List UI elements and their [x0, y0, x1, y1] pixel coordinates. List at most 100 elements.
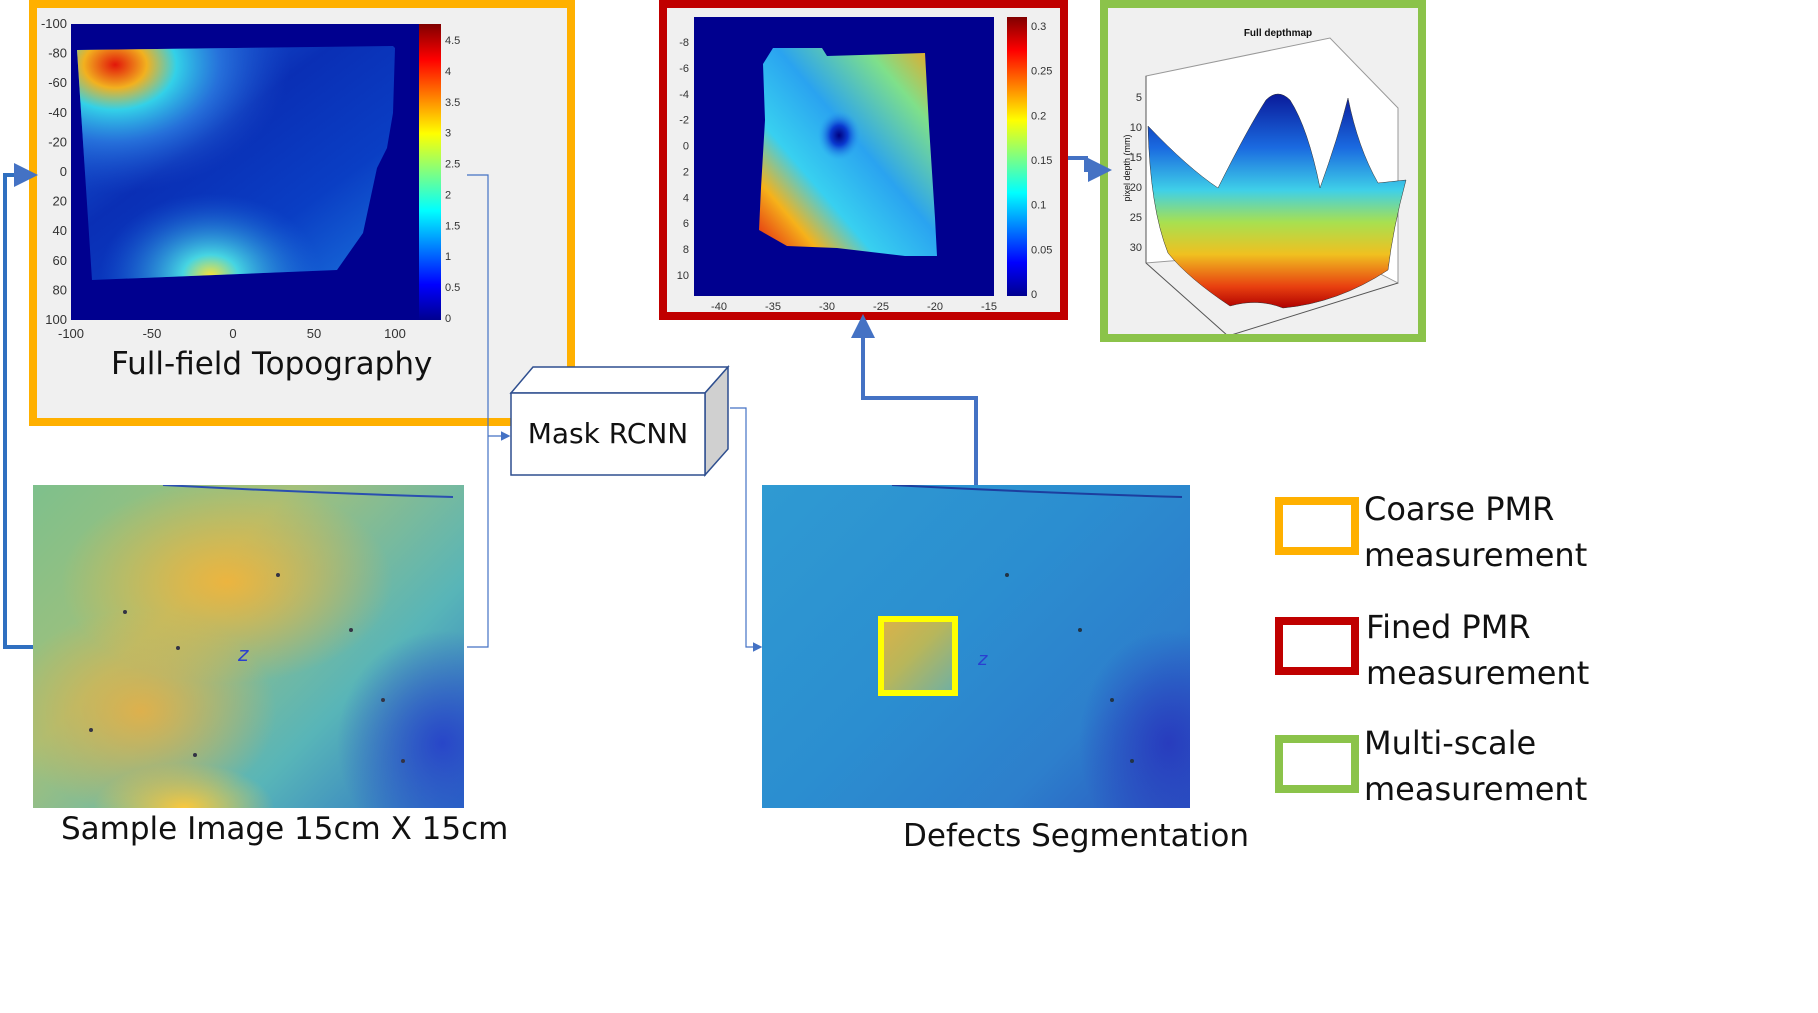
depthmap-z-tick: 25: [1130, 212, 1142, 224]
fine-x-tick: -30: [819, 301, 835, 312]
mask-rcnn-block: [509, 365, 730, 477]
fine-y-tick: -4: [679, 89, 689, 101]
fine-x-tick: -20: [927, 301, 943, 312]
defect-dot: [89, 728, 93, 732]
arrow-fine-to-depthmap: [1068, 156, 1112, 182]
topography-colorbar: [419, 24, 441, 320]
fine-y-tick: 6: [683, 218, 689, 230]
sample-image-features: [89, 485, 454, 763]
depthmap-zlabel: pixel depth (mm): [1122, 134, 1132, 201]
fine-y-tick: 10: [677, 270, 689, 282]
fine-x-tick: -35: [765, 301, 781, 312]
depthmap-box-edge: [1232, 282, 1399, 334]
mask-rcnn-front-face: [510, 392, 706, 476]
defect-dot: [1078, 628, 1082, 632]
fine-colorbar-tick: 0.05: [1031, 244, 1052, 256]
defect-dot: [1005, 573, 1009, 577]
topography-x-tick: -100: [58, 326, 84, 341]
legend-swatch-coarse: [1275, 497, 1359, 555]
topography-colorbar-tick: 3.5: [445, 97, 460, 109]
fine-y-tick: 4: [683, 192, 689, 204]
topography-y-tick: -60: [48, 75, 67, 90]
depthmap-z-tick: 30: [1130, 242, 1142, 254]
fine-y-tick: -2: [679, 115, 689, 127]
sample-marker: z: [238, 642, 249, 666]
mask-rcnn-label: Mask RCNN: [527, 417, 689, 450]
topography-y-tick: 100: [45, 312, 67, 327]
fine-colorbar-tick: 0.15: [1031, 155, 1052, 167]
mask-rcnn-top-face: [509, 366, 730, 394]
defect-dot: [276, 573, 280, 577]
segmentation-marker: z: [978, 649, 988, 670]
topography-y-tick: 0: [60, 164, 67, 179]
depthmap-z-tick: 5: [1136, 92, 1142, 104]
depthmap-plot: Full depthmap pixel depth (mm) 5 10 15 20 25…: [1122, 28, 1407, 334]
fine-y-tick: 2: [683, 166, 689, 178]
fine-colorbar-tick: 0.3: [1031, 21, 1046, 33]
legend-swatch-fine: [1275, 617, 1359, 675]
legend-label-coarse: Coarse PMR measurement: [1364, 490, 1588, 574]
topography-bottom-ridge: [77, 46, 395, 280]
defect-dot: [401, 759, 405, 763]
topography-colorbar-tick: 3: [445, 128, 451, 140]
depthmap-z-tick: 10: [1130, 122, 1142, 134]
topography-x-tick: -50: [143, 326, 162, 341]
topography-y-tick: 20: [53, 194, 67, 209]
topography-y-tick: 80: [53, 282, 67, 297]
defect-dot: [349, 628, 353, 632]
defect-dot: [193, 753, 197, 757]
fine-colorbar-tick: 0: [1031, 289, 1037, 301]
defect-dot: [1110, 698, 1114, 702]
fine-x-tick: -15: [981, 301, 997, 312]
depthmap-z-tick: 15: [1130, 152, 1142, 164]
fine-colorbar-tick: 0.25: [1031, 66, 1052, 78]
legend-label-fine: Fined PMR measurement: [1366, 608, 1590, 692]
fine-defect-hole: [759, 48, 937, 256]
topography-colorbar-tick: 2.5: [445, 159, 460, 171]
topography-colorbar-tick: 0.5: [445, 282, 460, 294]
topography-colorbar-tick: 1.5: [445, 220, 460, 232]
topography-y-tick: -80: [48, 46, 67, 61]
depthmap-panel: Full depthmap pixel depth (mm) 5 10 15 20 25…: [1100, 0, 1426, 342]
topography-colorbar-tick: 0: [445, 313, 451, 325]
defect-dot: [1130, 759, 1134, 763]
depthmap-z-tick: 20: [1130, 182, 1142, 194]
topography-y-tick: -20: [48, 134, 67, 149]
fine-y-tick: 0: [683, 141, 689, 153]
sample-caption: Sample Image 15cm X 15cm: [61, 811, 509, 847]
fine-x-tick: -25: [873, 301, 889, 312]
topography-caption: Full-field Topography: [111, 346, 433, 382]
fine-colorbar-tick: 0.2: [1031, 110, 1046, 122]
topography-y-tick: -100: [41, 16, 67, 31]
topography-colorbar-tick: 2: [445, 189, 451, 201]
topography-y-tick: 60: [53, 253, 67, 268]
arrow-segmentation-to-fine: [851, 314, 978, 485]
fine-y-tick: -8: [679, 37, 689, 49]
fine-colorbar: [1007, 17, 1027, 296]
segmentation-features: [891, 485, 1183, 763]
segmentation-edge-line: [891, 485, 1183, 498]
topography-colorbar-tick: 4.5: [445, 35, 460, 47]
fine-colorbar-tick: 0.1: [1031, 200, 1046, 212]
depthmap-title: Full depthmap: [1244, 28, 1312, 39]
defect-dot: [381, 698, 385, 702]
segmentation-caption: Defects Segmentation: [903, 818, 1250, 854]
topography-y-tick: -40: [48, 105, 67, 120]
segmented-defect-box: [878, 616, 958, 696]
legend-label-multi: Multi-scale measurement: [1364, 724, 1588, 808]
topography-x-tick: 100: [384, 326, 406, 341]
topography-y-tick: 40: [53, 223, 67, 238]
depthmap-box-edge: [1145, 262, 1227, 334]
defect-dot: [176, 646, 180, 650]
sample-image: z: [33, 485, 464, 808]
topography-x-tick: 0: [229, 326, 236, 341]
sample-edge-line: [162, 485, 454, 498]
topography-colorbar-tick: 4: [445, 66, 451, 78]
legend-swatch-multi: [1275, 735, 1359, 793]
fine-y-tick: 8: [683, 244, 689, 256]
fine-x-tick: -40: [711, 301, 727, 312]
